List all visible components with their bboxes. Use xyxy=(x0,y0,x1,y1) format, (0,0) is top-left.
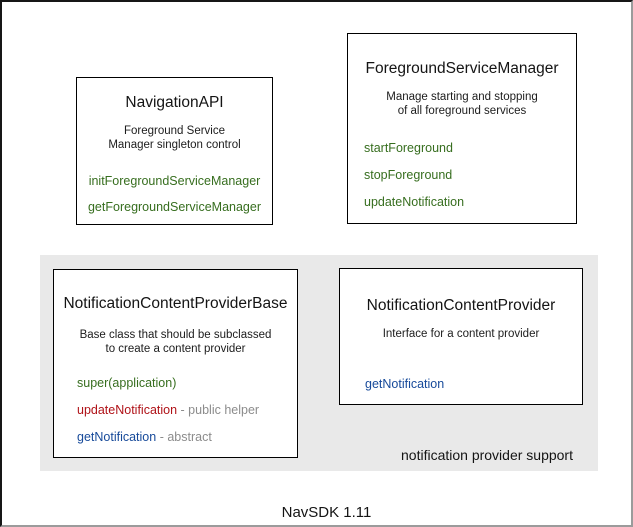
method-initForegroundServiceManager: initForegroundServiceManager xyxy=(88,174,261,188)
foreground-service-manager-description: Manage starting and stopping of all fore… xyxy=(348,90,576,118)
foreground-service-manager-methods: startForeground stopForeground updateNot… xyxy=(348,141,576,209)
method-stopForeground: stopForeground xyxy=(364,168,453,182)
method-label: super(application) xyxy=(77,376,177,390)
method-super-application: super(application) xyxy=(77,376,297,390)
description-line: Interface for a content provider xyxy=(382,328,540,340)
method-startForeground: startForeground xyxy=(364,141,453,155)
navigation-api-title: NavigationAPI xyxy=(125,94,224,111)
method-annotation: - public helper xyxy=(177,403,260,417)
foreground-service-manager-box: ForegroundServiceManager Manage starting… xyxy=(347,33,577,224)
group-label: notification provider support xyxy=(401,447,573,463)
method-getNotification: getNotification - abstract xyxy=(77,430,297,444)
description-line: Foreground Service xyxy=(124,125,225,137)
description-line: Manage starting and stopping xyxy=(386,91,538,103)
description-line: Manager singleton control xyxy=(108,139,241,151)
description-line: Base class that should be subclassed xyxy=(79,329,272,341)
notification-content-provider-base-title: NotificationContentProviderBase xyxy=(63,295,288,312)
description-line: of all foreground services xyxy=(397,105,527,117)
navigation-api-box: NavigationAPI Foreground Service Manager… xyxy=(76,77,273,225)
notification-content-provider-base-box: NotificationContentProviderBase Base cla… xyxy=(53,269,298,458)
notification-content-provider-description: Interface for a content provider xyxy=(340,327,582,341)
method-label: updateNotification xyxy=(77,403,178,417)
notification-content-provider-base-methods: super(application) updateNotification - … xyxy=(54,376,297,444)
navigation-api-description: Foreground Service Manager singleton con… xyxy=(77,124,272,152)
method-getNotification: getNotification xyxy=(365,377,445,391)
description-line: to create a content provider xyxy=(105,343,246,355)
footer-version-label: NavSDK 1.11 xyxy=(281,504,372,521)
method-getForegroundServiceManager: getForegroundServiceManager xyxy=(87,200,262,214)
notification-content-provider-title: NotificationContentProvider xyxy=(366,297,556,314)
method-label: getNotification xyxy=(77,430,157,444)
notification-content-provider-box: NotificationContentProvider Interface fo… xyxy=(339,268,583,405)
navigation-api-methods: initForegroundServiceManager getForegrou… xyxy=(77,174,272,214)
notification-content-provider-base-description: Base class that should be subclassed to … xyxy=(54,328,297,356)
notification-content-provider-methods: getNotification xyxy=(340,377,582,391)
foreground-service-manager-title: ForegroundServiceManager xyxy=(365,60,559,77)
method-annotation: - abstract xyxy=(156,430,212,444)
method-updateNotification: updateNotification xyxy=(364,195,465,209)
method-updateNotification: updateNotification - public helper xyxy=(77,403,297,417)
